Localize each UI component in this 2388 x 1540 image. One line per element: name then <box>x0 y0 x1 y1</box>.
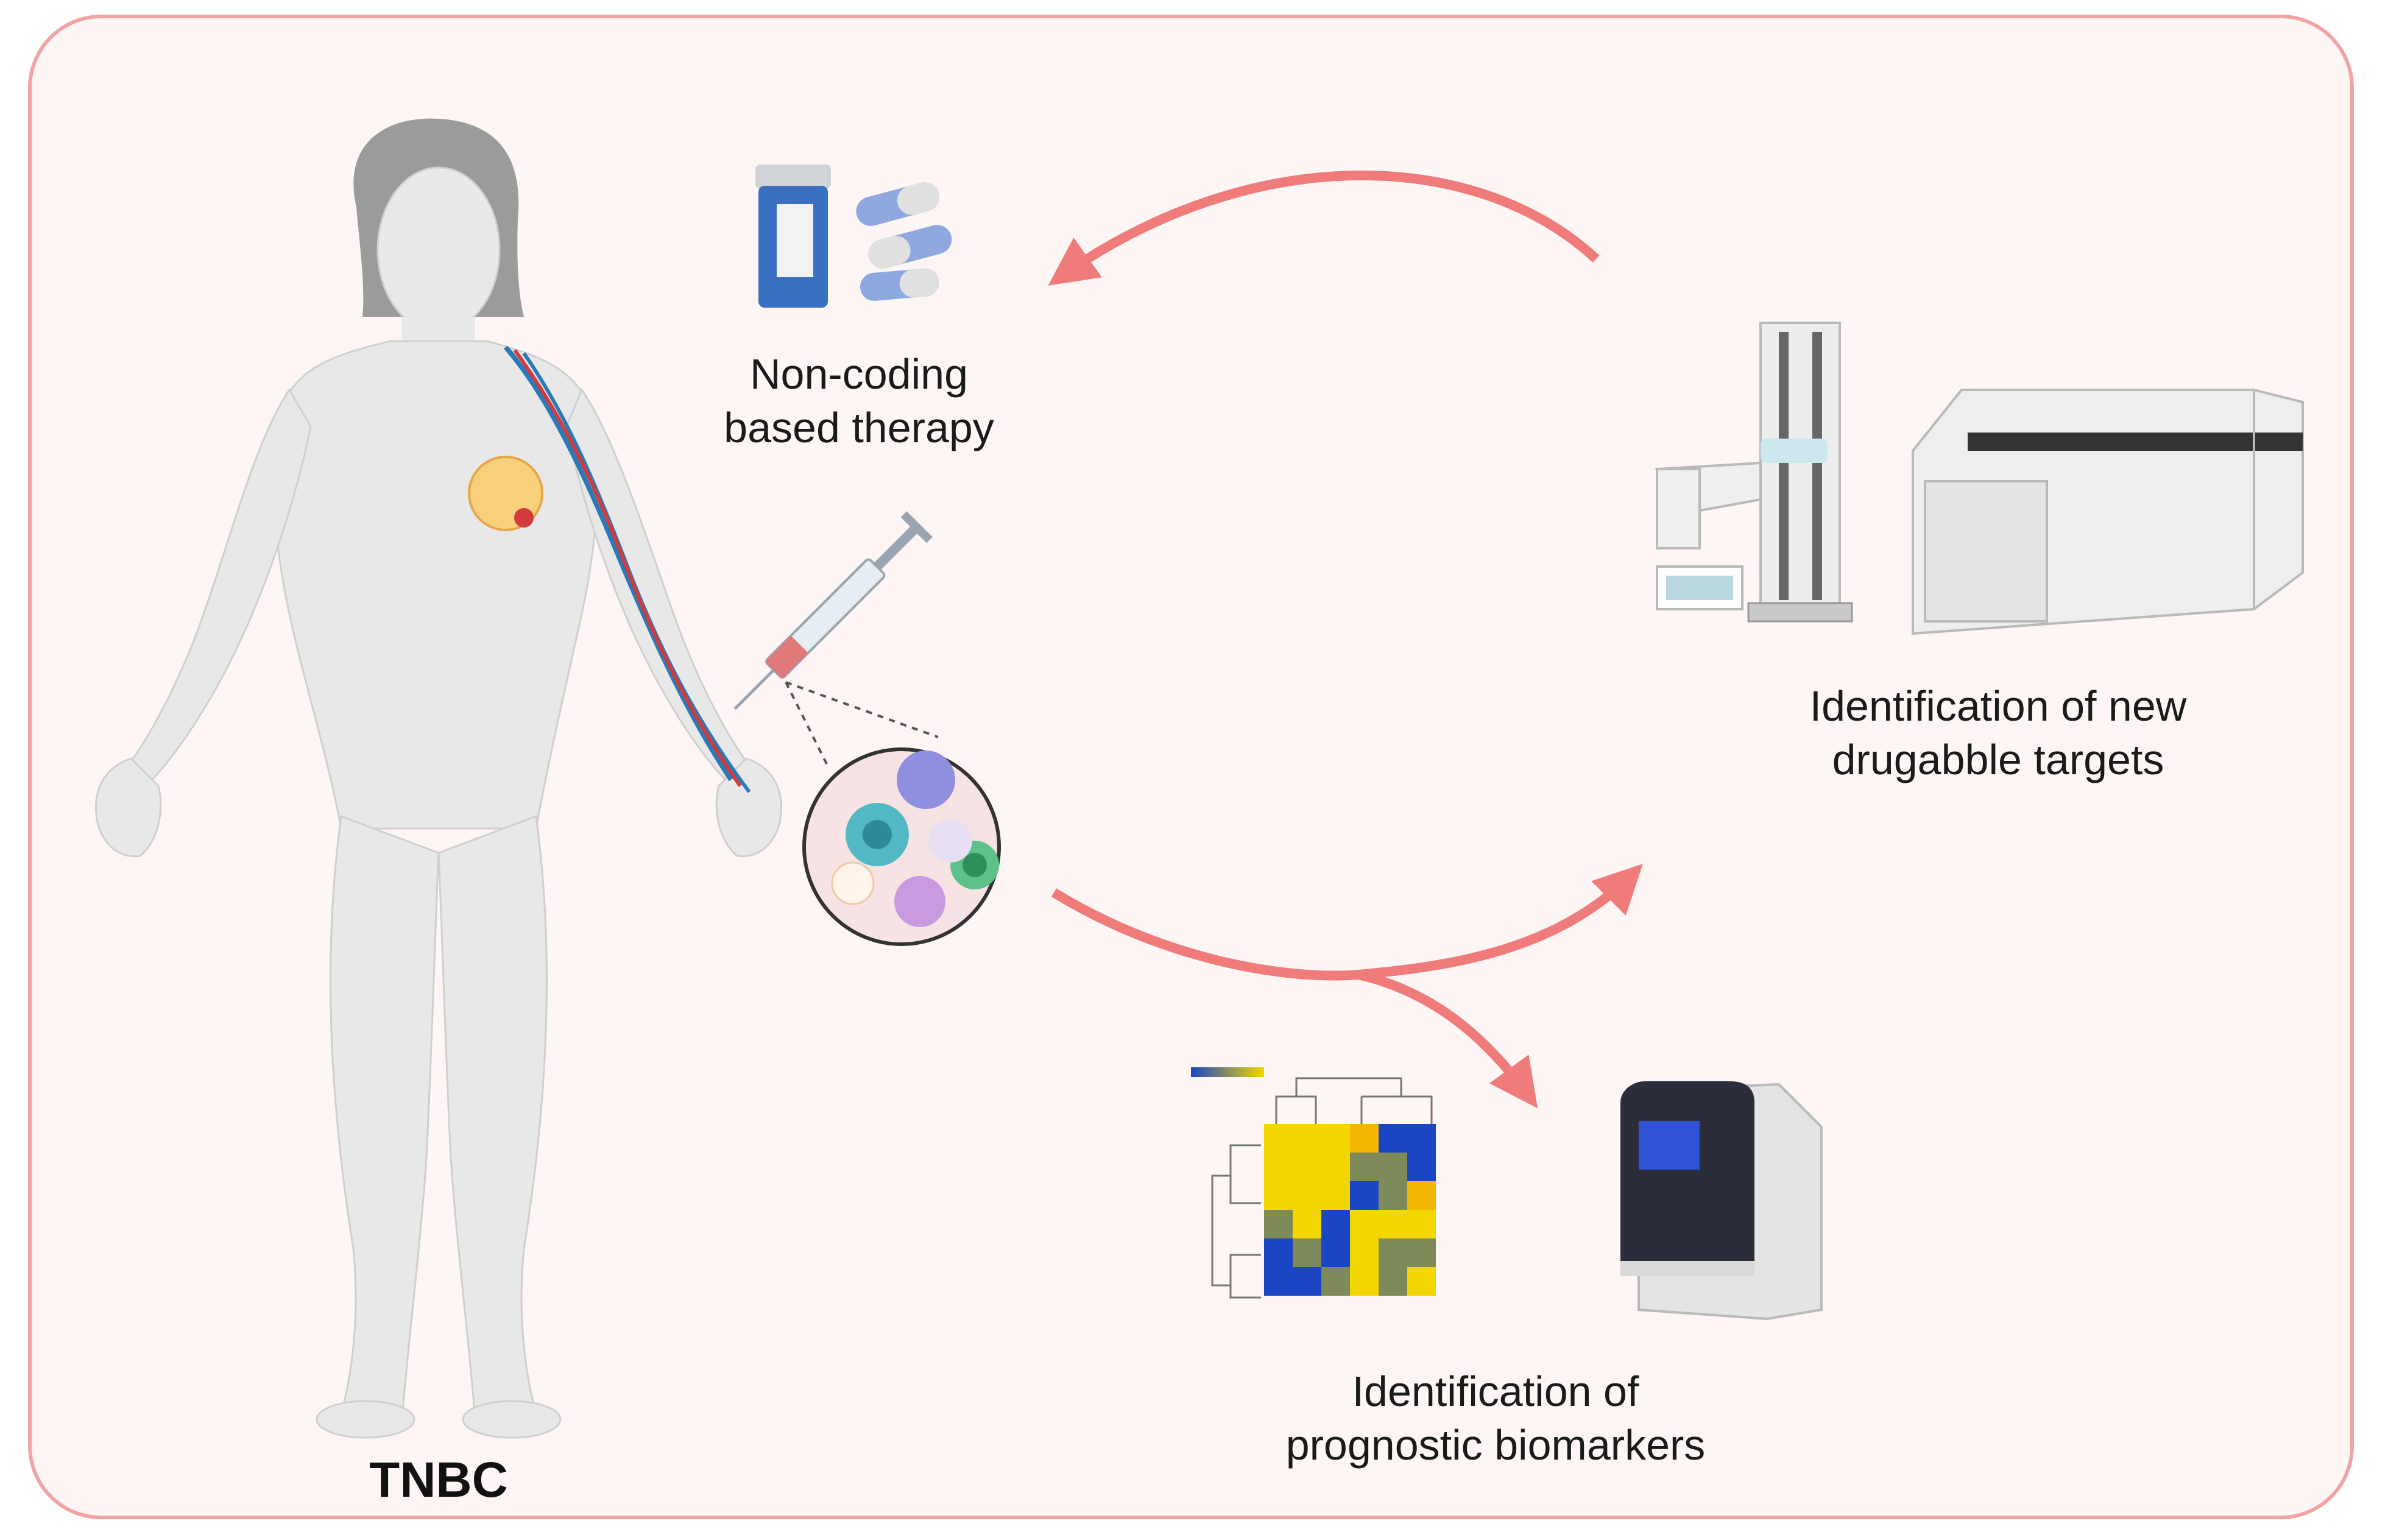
therapy-label: Non-coding based therapy <box>670 347 1048 454</box>
heatmap-cell <box>1350 1267 1379 1296</box>
heatmap-cell <box>1350 1124 1379 1153</box>
heatmap-cell <box>1293 1153 1321 1181</box>
heatmap-cell <box>1264 1238 1293 1267</box>
therapy-label-line-1: Non-coding <box>750 350 968 398</box>
heatmap-cell <box>1264 1153 1293 1181</box>
heatmap-cell <box>1379 1267 1407 1296</box>
heatmap-cell <box>1350 1210 1379 1238</box>
arrow-split-to-targets <box>1358 864 1643 980</box>
robotic-screening-instrument-icon <box>1654 322 2304 635</box>
arrow-split-to-biomarkers <box>1357 970 1538 1109</box>
heatmap-cell <box>1407 1124 1436 1153</box>
patient-label: TNBC <box>369 1452 508 1508</box>
sequencer-device-icon <box>1620 1081 1823 1321</box>
clustered-heatmap-icon <box>1191 1067 1436 1299</box>
targets-label-line-1: Identification of new <box>1809 682 2187 730</box>
heatmap-cell <box>1321 1238 1350 1267</box>
pill-bottle-capsules-icon <box>755 164 952 308</box>
heatmap-cell <box>1350 1181 1379 1210</box>
heatmap-cell <box>1407 1267 1436 1296</box>
heatmap-cell <box>1407 1238 1436 1267</box>
heatmap-cell <box>1379 1181 1407 1210</box>
targets-label-line-2: drugabble targets <box>1832 736 2164 783</box>
biomarkers-label-line-2: prognostic biomarkers <box>1285 1421 1706 1469</box>
heatmap-cell <box>1350 1153 1379 1181</box>
female-body-icon <box>94 118 783 1439</box>
heatmap-cell <box>1264 1210 1293 1238</box>
heatmap-cell <box>1350 1238 1379 1267</box>
heatmap-cell <box>1321 1210 1350 1238</box>
heatmap-cell <box>1321 1153 1350 1181</box>
heatmap-cell <box>1293 1124 1321 1153</box>
heatmap-cell <box>1293 1181 1321 1210</box>
heatmap-cell <box>1379 1238 1407 1267</box>
heatmap-cell <box>1321 1124 1350 1153</box>
biomarkers-label: Identification of prognostic biomarkers <box>1237 1365 1754 1472</box>
biomarkers-label-line-1: Identification of <box>1352 1368 1639 1415</box>
heatmap-cell <box>1264 1181 1293 1210</box>
heatmap-cell <box>1293 1238 1321 1267</box>
heatmap-cell <box>1379 1124 1407 1153</box>
heatmap-cell <box>1407 1210 1436 1238</box>
arrow-cells-to-split <box>1051 888 1359 981</box>
heatmap-cell <box>1321 1267 1350 1296</box>
immune-cells-magnifier-icon <box>802 747 1001 946</box>
heatmap-cell <box>1264 1124 1293 1153</box>
heatmap-cell <box>1407 1181 1436 1210</box>
heatmap-cell <box>1264 1267 1293 1296</box>
arrow-targets-to-therapy <box>1048 171 1600 286</box>
heatmap-cell <box>1379 1210 1407 1238</box>
syringe-icon <box>733 511 933 710</box>
heatmap-cell <box>1293 1267 1321 1296</box>
heatmap-grid <box>1264 1124 1436 1296</box>
therapy-label-line-2: based therapy <box>724 404 994 451</box>
heatmap-cell <box>1293 1210 1321 1238</box>
heatmap-cell <box>1379 1153 1407 1181</box>
heatmap-cell <box>1321 1181 1350 1210</box>
targets-label: Identification of new drugabble targets <box>1724 679 2272 786</box>
heatmap-cell <box>1407 1153 1436 1181</box>
